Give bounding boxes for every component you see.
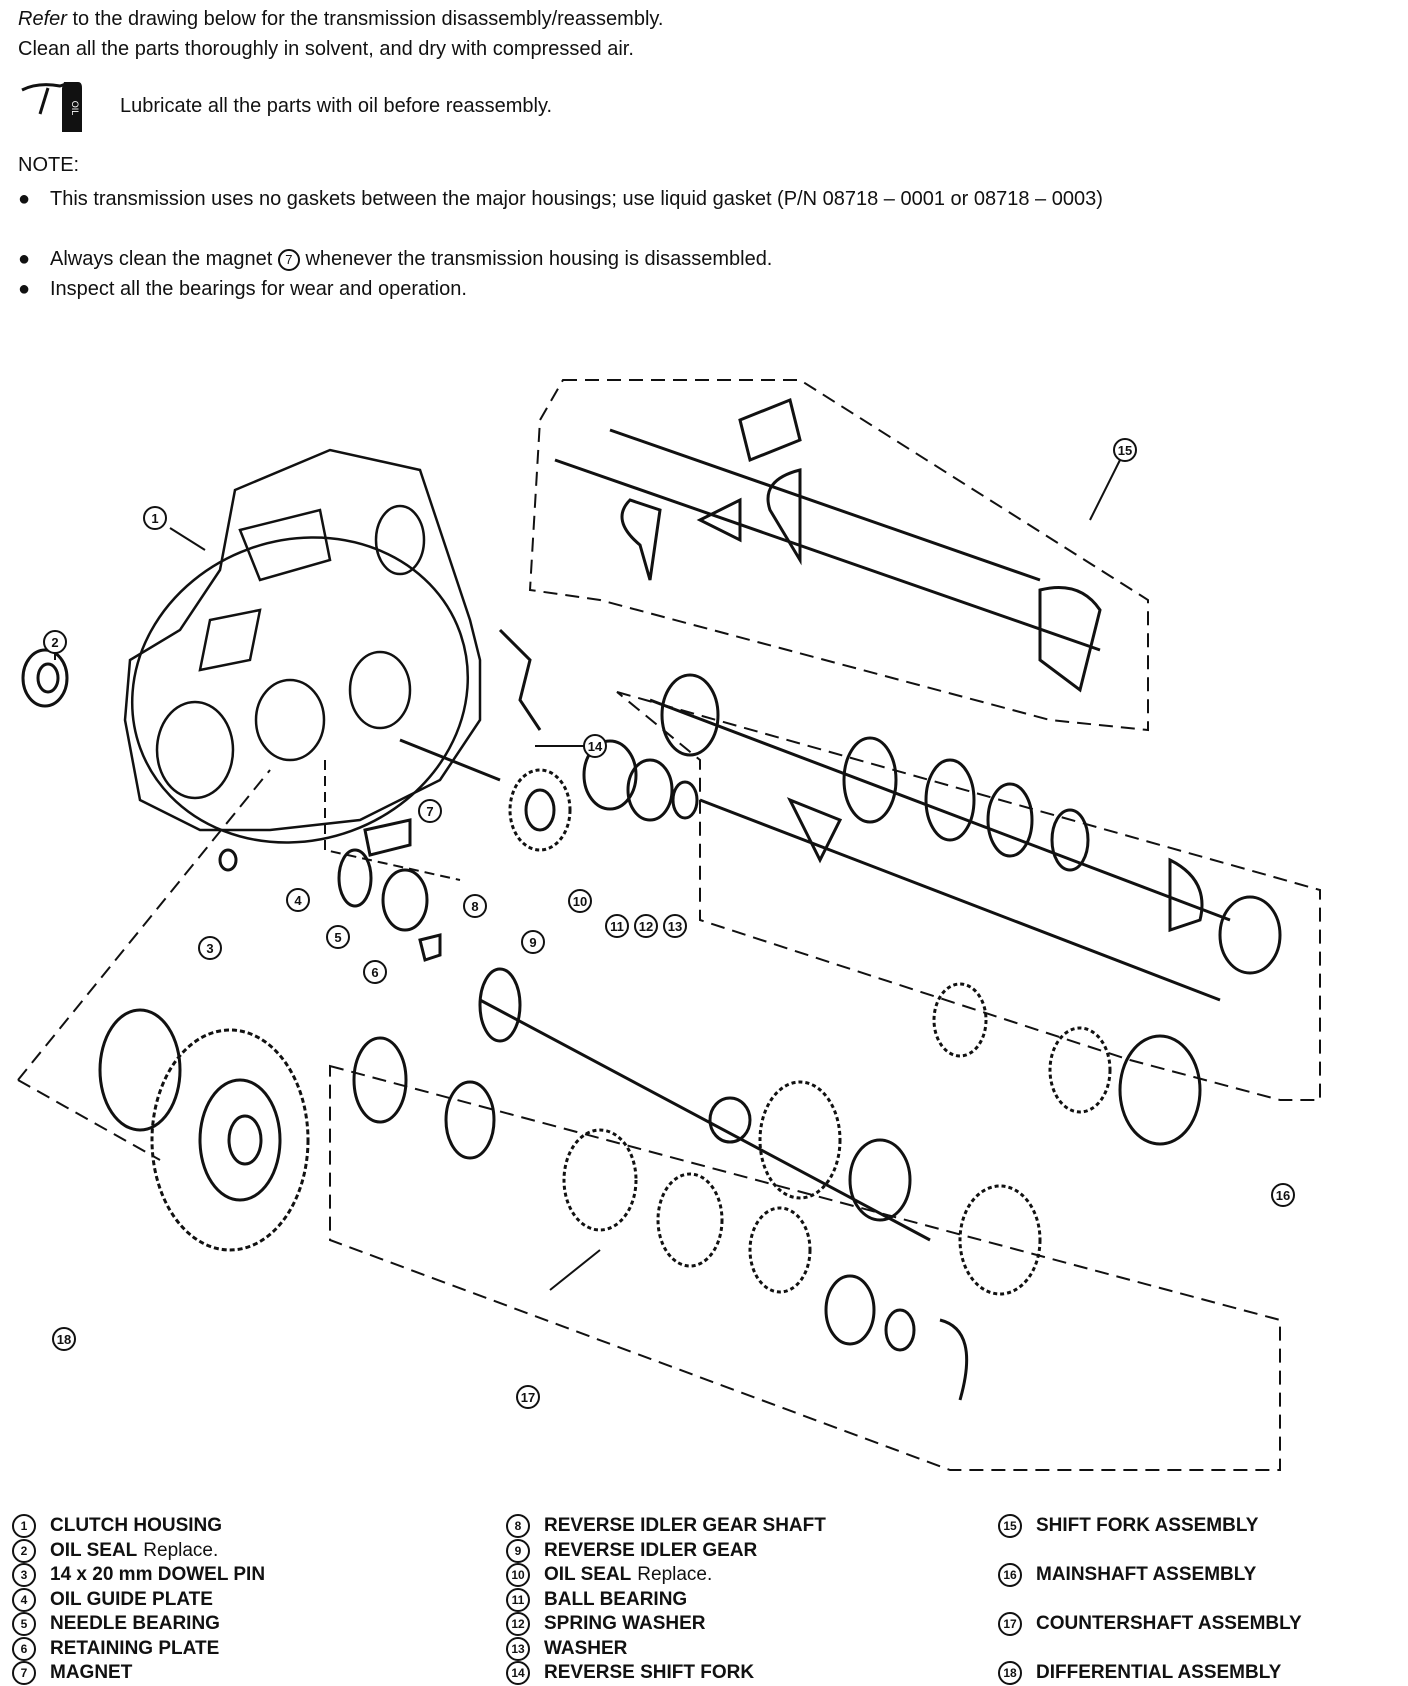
- note-item: ● This transmission uses no gaskets betw…: [18, 184, 1103, 214]
- callout-13: 13: [663, 914, 687, 938]
- svg-text:16: 16: [1276, 1188, 1290, 1203]
- svg-text:1: 1: [151, 511, 158, 526]
- countershaft-drawing: [352, 967, 1202, 1401]
- callout-3: 3: [198, 936, 222, 960]
- oil-instruction: Lubricate all the parts with oil before …: [120, 94, 553, 117]
- intro-refer-word: Refer: [18, 8, 67, 30]
- svg-text:6: 6: [371, 965, 378, 980]
- callout-17: 17: [516, 1385, 540, 1409]
- callout-layer: 1 2 3 4 5 6 7 8 9 10 11 12 13 14 15 16 1…: [43, 438, 1295, 1409]
- svg-text:8: 8: [471, 899, 478, 914]
- callout-11: 11: [605, 914, 629, 938]
- countershaft-box: [329, 1064, 1281, 1471]
- shift-fork-box: [528, 379, 1149, 732]
- intro-text: Refer to the drawing below for the trans…: [18, 4, 663, 64]
- callout-9: 9: [521, 930, 545, 954]
- callout-7: 7: [418, 799, 442, 823]
- svg-text:15: 15: [1118, 443, 1132, 458]
- callout-18: 18: [52, 1327, 76, 1351]
- note-item: ● Always clean the magnet 7 whenever the…: [18, 244, 1103, 274]
- svg-text:5: 5: [334, 930, 341, 945]
- callout-8: 8: [463, 894, 487, 918]
- note-text: Inspect all the bearings for wear and op…: [50, 278, 467, 300]
- svg-text:4: 4: [294, 893, 302, 908]
- note-item: ● Inspect all the bearings for wear and …: [18, 274, 1103, 304]
- bullet-icon: ●: [18, 248, 31, 270]
- svg-text:13: 13: [668, 919, 682, 934]
- reverse-idler-gear-drawing: [399, 628, 572, 852]
- oil-can-icon: OIL: [18, 78, 98, 134]
- callout-4: 4: [286, 888, 310, 912]
- clutch-housing-drawing: [123, 448, 482, 844]
- note-text: This transmission uses no gaskets betwee…: [50, 188, 1103, 210]
- mainshaft-drawing: [649, 673, 1282, 975]
- svg-text:18: 18: [57, 1332, 71, 1347]
- callout-2: 2: [43, 630, 67, 654]
- svg-text:10: 10: [573, 894, 587, 909]
- intro-line-1: Refer to the drawing below for the trans…: [18, 4, 663, 34]
- svg-text:14: 14: [588, 739, 603, 754]
- mainshaft-box: [616, 691, 1321, 1101]
- note-text-part: whenever the transmission housing is dis…: [299, 248, 773, 270]
- shift-fork-drawing: [554, 397, 1102, 693]
- svg-text:12: 12: [639, 919, 653, 934]
- callout-5: 5: [326, 925, 350, 949]
- oil-instruction-row: OIL Lubricate all the parts with oil bef…: [18, 78, 552, 134]
- callout-16: 16: [1271, 1183, 1295, 1207]
- note-heading: NOTE:: [18, 154, 80, 176]
- callout-10: 10: [568, 889, 592, 913]
- svg-text:11: 11: [610, 919, 624, 934]
- intro-line-1-rest: to the drawing below for the transmissio…: [66, 8, 664, 30]
- svg-text:9: 9: [529, 935, 536, 950]
- callout-6: 6: [363, 960, 387, 984]
- svg-text:17: 17: [521, 1390, 535, 1405]
- callout-14: 14: [583, 734, 607, 758]
- magnet-ref-number: 7: [277, 249, 300, 271]
- note-list: ● This transmission uses no gaskets betw…: [18, 184, 1103, 304]
- svg-text:2: 2: [51, 635, 58, 650]
- bullet-icon: ●: [18, 278, 31, 300]
- small-parts-drawing: [218, 818, 442, 962]
- callout-12: 12: [634, 914, 658, 938]
- callout-1: 1: [143, 506, 167, 530]
- svg-text:3: 3: [206, 941, 213, 956]
- oil-icon-label: OIL: [70, 101, 80, 116]
- callout-15: 15: [1113, 438, 1137, 462]
- note-text: Always clean the magnet 7 whenever the t…: [50, 244, 772, 274]
- oil-seal-drawing: [21, 648, 69, 708]
- exploded-view-drawing: 1 2 3 4 5 6 7 8 9 10 11 12 13 14 15 16 1…: [17, 379, 1321, 1471]
- differential-drawing: [98, 1008, 310, 1252]
- note-text-part: Always clean the magnet: [50, 248, 273, 270]
- bearing-set-drawing: [582, 739, 1221, 1002]
- svg-text:7: 7: [426, 804, 433, 819]
- intro-line-2: Clean all the parts thoroughly in solven…: [18, 38, 634, 60]
- bullet-icon: ●: [18, 188, 31, 210]
